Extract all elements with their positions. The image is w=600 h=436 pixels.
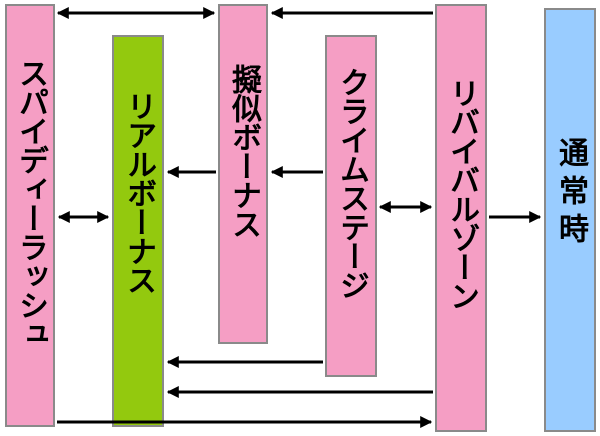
climb-stage-node: クライムステージ	[325, 35, 377, 377]
spy-dash-node: スパイディーラッシュ	[5, 4, 55, 427]
pseudo-bonus-node: 擬似ボーナス	[218, 4, 268, 344]
revival-zone-node: リバイバルゾーン	[435, 4, 487, 432]
climb-stage-label: クライムステージ	[334, 67, 369, 299]
revival-zone-label: リバイバルゾーン	[444, 78, 479, 310]
real-bonus-label: リアルボーナス	[121, 91, 156, 294]
normal-label: 通常時	[553, 137, 588, 251]
real-bonus-node: リアルボーナス	[112, 35, 164, 427]
pseudo-bonus-label: 擬似ボーナス	[226, 64, 261, 238]
normal-node: 通常時	[544, 8, 596, 432]
spy-dash-label: スパイディーラッシュ	[13, 58, 48, 348]
